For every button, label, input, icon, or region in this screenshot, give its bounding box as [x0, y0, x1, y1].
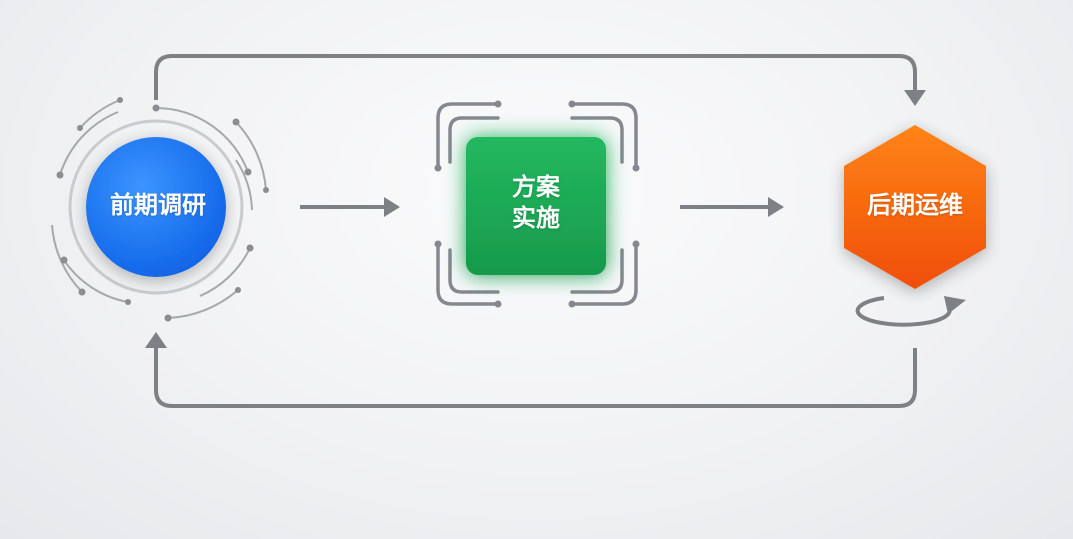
operations-node — [844, 125, 986, 289]
top-loop-arrowhead — [904, 90, 926, 106]
research-orbit-dots — [56, 97, 269, 322]
research-node — [86, 137, 226, 277]
bottom-loop-arrowhead — [145, 332, 167, 348]
top-loop-connector — [154, 54, 917, 100]
arrowhead-research-to-impl — [384, 197, 400, 217]
bottom-loop-connector — [154, 345, 917, 408]
implementation-node — [466, 137, 606, 275]
impl-bracket-dots — [434, 100, 640, 308]
impl-bracket-decoration — [436, 102, 638, 306]
cycle-icon — [855, 296, 966, 327]
arrowhead-impl-to-ops — [768, 197, 784, 217]
